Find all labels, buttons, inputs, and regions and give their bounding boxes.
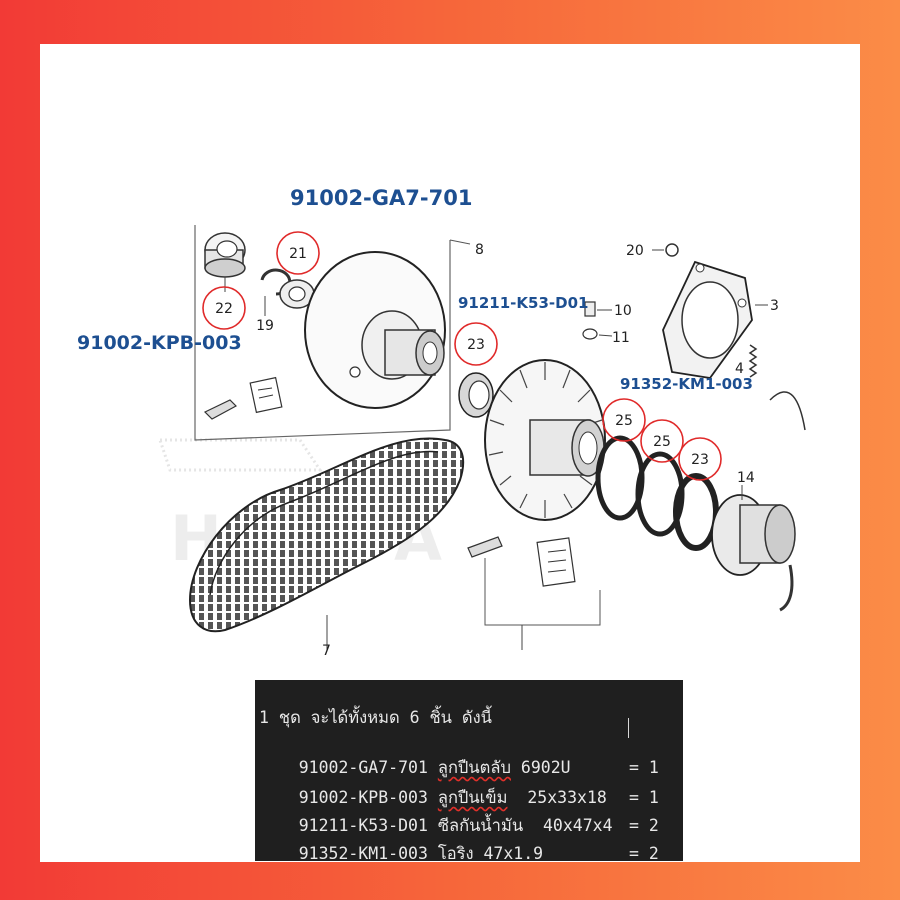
part-name: ลูกปืนตลับ	[437, 758, 511, 777]
collar-drawing	[711, 494, 796, 576]
ball-bearing-drawing	[279, 279, 315, 309]
callout-21: 21	[289, 246, 307, 262]
part-name: ลูกปืนเข็ม	[437, 788, 508, 807]
callout-19: 19	[256, 318, 274, 334]
callout-circle-22	[202, 286, 246, 330]
callout-25b: 25	[653, 434, 671, 450]
part-qty: = 2	[629, 816, 659, 835]
sliding-face-drawing	[484, 359, 606, 521]
callout-23a: 23	[467, 337, 485, 353]
callout-4: 4	[735, 361, 744, 377]
parts-list-box: 1 ชุด จะได้ทั้งหมด 6 ชิ้น ดังนี้ 91002-G…	[255, 680, 683, 863]
part-spec: 47x1.9	[483, 844, 544, 863]
part-name: ซีลกันน้ำมัน	[437, 816, 524, 835]
callout-7: 7	[322, 643, 331, 659]
needle-bearing-drawing	[204, 232, 246, 278]
oil-seal-2-drawing	[673, 473, 719, 551]
plate-drawing	[662, 260, 753, 379]
label-91352-KM1-003: 91352-KM1-003	[620, 375, 753, 393]
part-qty: = 2	[629, 844, 659, 863]
callout-20: 20	[626, 243, 644, 259]
part-spec: 25x33x18	[527, 788, 607, 807]
part-code: 91352-KM1-003	[298, 844, 428, 863]
callout-22: 22	[215, 301, 233, 317]
callout-circle-25b	[640, 419, 684, 463]
parts-list-row: 91352-KM1-003 โอริง 47x1.9 = 2	[259, 824, 659, 884]
label-91211-K53-D01: 91211-K53-D01	[458, 294, 589, 312]
part-qty: = 1	[629, 758, 659, 777]
parts-list-row: 91211-K53-D01 ซีลกันน้ำมัน 40x47x4 = 2	[259, 796, 659, 856]
parts-diagram: HONDA	[157, 225, 806, 659]
part-name: โอริง	[437, 844, 474, 863]
parts-list-row: 91002-KPB-003 ลูกปืนเข็ม 25x33x18 = 1	[259, 768, 659, 828]
callout-23b: 23	[691, 452, 709, 468]
o-ring-1-drawing	[595, 435, 645, 521]
part-spec: 40x47x4	[542, 816, 613, 835]
callout-circle-25a	[602, 398, 646, 442]
part-code: 91211-K53-D01	[298, 816, 428, 835]
part-spec: 6902U	[520, 758, 571, 777]
part-code: 91002-KPB-003	[298, 788, 428, 807]
driven-face-drawing	[304, 251, 446, 409]
callout-14: 14	[737, 470, 755, 486]
part-qty: = 1	[629, 788, 659, 807]
label-91002-GA7-701: 91002-GA7-701	[290, 186, 473, 210]
parts-list-row: 91002-GA7-701 ลูกปืนตลับ 6902U = 1	[259, 738, 659, 798]
o-ring-2-drawing	[635, 451, 685, 537]
group-bracket	[194, 225, 451, 441]
callout-10: 10	[614, 303, 632, 319]
callout-circle-23a	[454, 322, 498, 366]
part-code: 91002-GA7-701	[298, 758, 428, 777]
parts-list-header: 1 ชุด จะได้ทั้งหมด 6 ชิ้น ดังนี้	[259, 708, 492, 727]
text-cursor	[628, 718, 629, 738]
oil-seal-drawing	[458, 372, 494, 418]
callout-circle-21	[276, 231, 320, 275]
callout-3: 3	[770, 298, 779, 314]
callout-25a: 25	[615, 413, 633, 429]
callout-circle-23b	[678, 437, 722, 481]
drive-belt	[188, 437, 465, 633]
callout-11: 11	[612, 330, 630, 346]
callout-8: 8	[475, 242, 484, 258]
label-91002-KPB-003: 91002-KPB-003	[77, 332, 242, 354]
